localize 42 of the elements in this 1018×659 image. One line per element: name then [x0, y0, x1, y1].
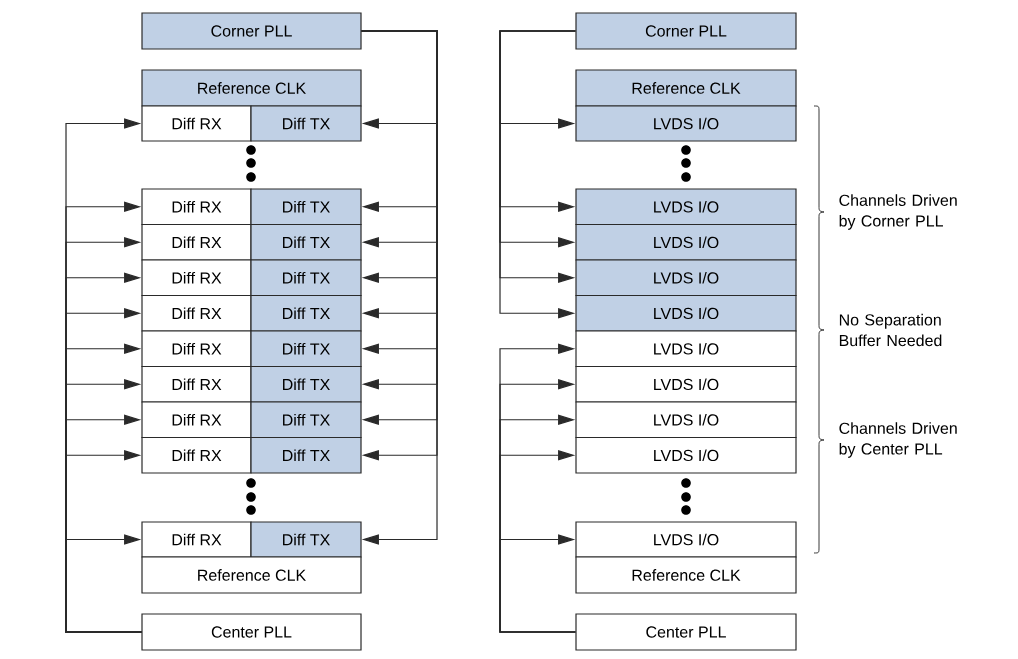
io-channel-cell: LVDS I/O: [575, 105, 797, 142]
receiver-cell: Diff RX: [141, 365, 252, 403]
pll-box: Corner PLL: [575, 12, 797, 50]
transmitter-cell: Diff TX: [250, 401, 362, 439]
receiver-cell: Diff RX: [141, 521, 252, 558]
transmitter-cell: Diff TX: [250, 436, 362, 474]
arrow: [499, 534, 576, 633]
brace-label: Channels Driven by Center PLL: [839, 422, 957, 458]
receiver-cell: Diff RX: [141, 436, 252, 474]
receiver-cell: Diff RX: [141, 294, 252, 332]
arrow: [65, 534, 142, 633]
pll-box: Corner PLL: [141, 12, 362, 50]
io-channel-cell: LVDS I/O: [575, 294, 797, 332]
receiver-cell: Diff RX: [141, 401, 252, 439]
io-channel-cell: LVDS I/O: [575, 259, 797, 297]
pll-box: Center PLL: [575, 613, 797, 651]
io-channel-cell: LVDS I/O: [575, 521, 797, 558]
arrow: [361, 30, 438, 545]
brace-label: No Separation Buffer Needed: [839, 313, 942, 347]
receiver-cell: Diff RX: [141, 105, 252, 142]
io-channel-cell: LVDS I/O: [575, 223, 797, 261]
transmitter-cell: Diff TX: [250, 223, 362, 261]
io-channel-cell: LVDS I/O: [575, 330, 797, 368]
receiver-cell: Diff RX: [141, 259, 252, 297]
transmitter-cell: Diff TX: [250, 105, 362, 142]
receiver-cell: Diff RX: [141, 188, 252, 226]
transmitter-cell: Diff TX: [250, 259, 362, 297]
receiver-cell: Diff RX: [141, 330, 252, 368]
transmitter-cell: Diff TX: [250, 521, 362, 558]
brace-label: Channels Driven by Corner PLL: [839, 194, 957, 230]
reference-clock-box: Reference CLK: [575, 556, 797, 594]
pll-box: Center PLL: [141, 613, 362, 651]
io-channel-cell: LVDS I/O: [575, 401, 797, 439]
transmitter-cell: Diff TX: [250, 294, 362, 332]
io-channel-cell: LVDS I/O: [575, 188, 797, 226]
transmitter-cell: Diff TX: [250, 330, 362, 368]
io-channel-cell: LVDS I/O: [575, 436, 797, 474]
transmitter-cell: Diff TX: [250, 188, 362, 226]
io-channel-cell: LVDS I/O: [575, 365, 797, 403]
transmitter-cell: Diff TX: [250, 365, 362, 403]
reference-clock-box: Reference CLK: [575, 69, 797, 107]
receiver-cell: Diff RX: [141, 223, 252, 261]
